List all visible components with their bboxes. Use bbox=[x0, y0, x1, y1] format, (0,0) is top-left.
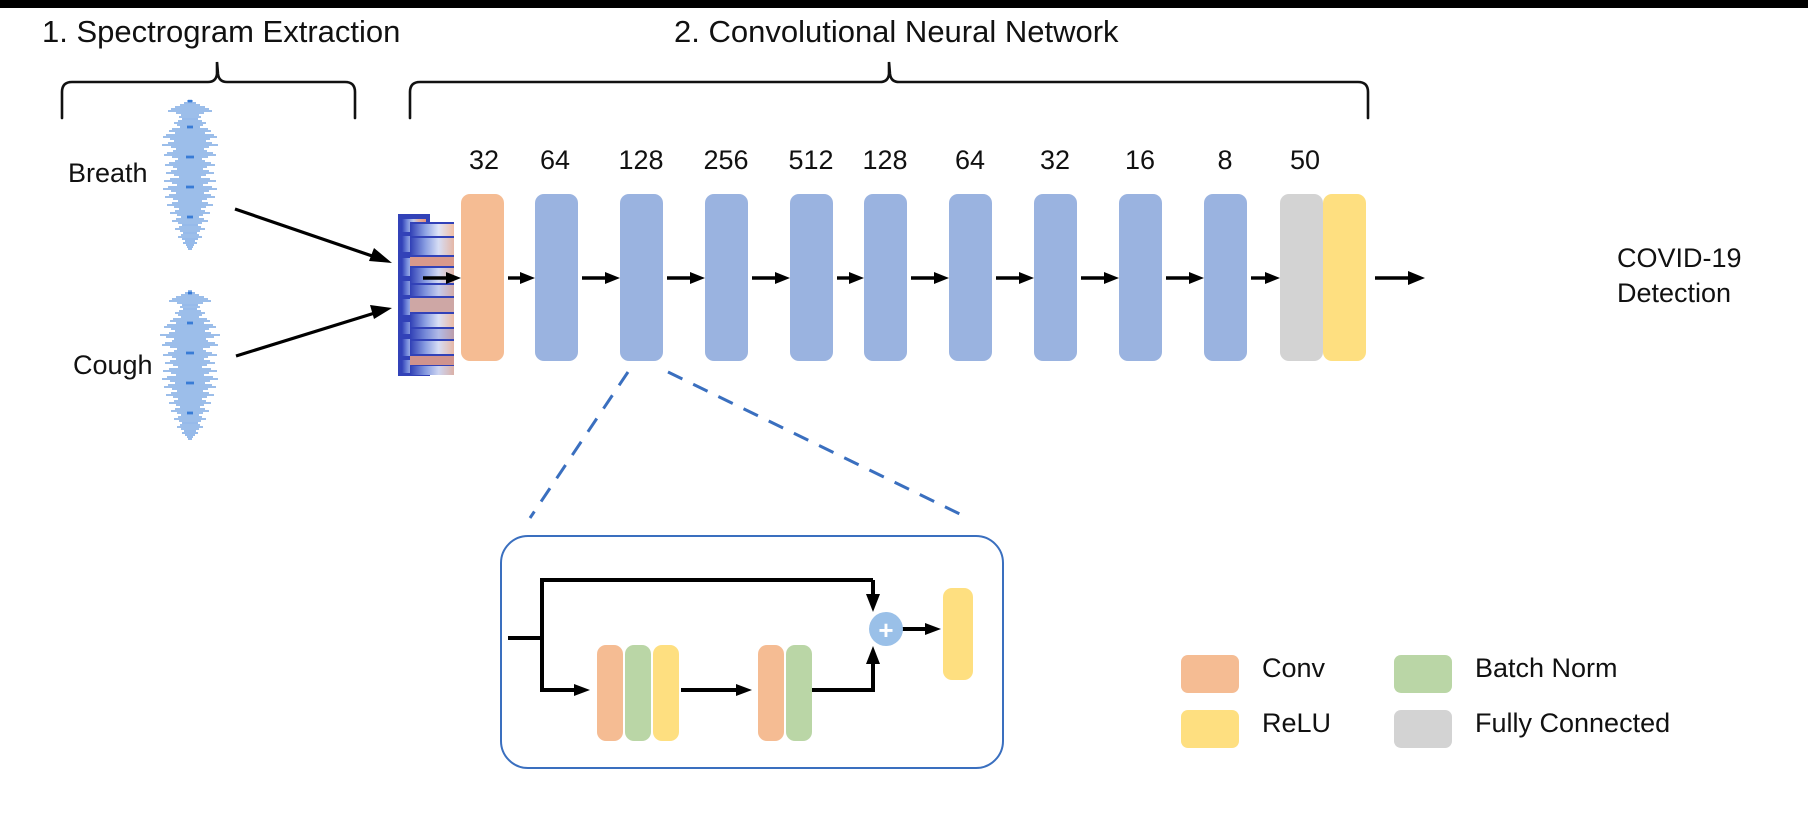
layer-label-7: 32 bbox=[1039, 145, 1071, 175]
add-node-symbol: + bbox=[878, 615, 894, 645]
dashed-connector-left bbox=[528, 371, 630, 519]
legend-label-batch-norm: Batch Norm bbox=[1475, 653, 1618, 683]
layer-label-10: 50 bbox=[1289, 145, 1321, 175]
layer-label-2: 128 bbox=[618, 145, 664, 175]
detail-block-batchnorm-2[interactable] bbox=[786, 645, 812, 741]
input-label-cough: Cough bbox=[73, 350, 153, 380]
layer-label-9: 8 bbox=[1217, 145, 1233, 175]
arrow-8 bbox=[1081, 272, 1119, 284]
arrowhead-conv-in bbox=[574, 684, 590, 696]
detail-block-batchnorm-1[interactable] bbox=[625, 645, 651, 741]
legend-swatch-conv bbox=[1181, 655, 1239, 693]
layer-label-6: 64 bbox=[954, 145, 986, 175]
output-label-line1: COVID-19 bbox=[1617, 243, 1742, 273]
arrow-breath-to-spectrogram bbox=[234, 207, 392, 263]
cnn-block-residual-64b[interactable] bbox=[949, 194, 992, 361]
cnn-block-fully-connected-50[interactable] bbox=[1280, 194, 1323, 361]
arrow-spectrogram-to-conv bbox=[423, 272, 461, 284]
cnn-block-residual-16[interactable] bbox=[1119, 194, 1162, 361]
legend-label-fully-connected: Fully Connected bbox=[1475, 708, 1671, 738]
cnn-block-residual-256[interactable] bbox=[705, 194, 748, 361]
legend-label-conv: Conv bbox=[1262, 653, 1326, 683]
legend-label-relu: ReLU bbox=[1262, 708, 1332, 738]
layer-label-3: 256 bbox=[703, 145, 749, 175]
section-2-title: 2. Convolutional Neural Network bbox=[674, 14, 1119, 49]
arrowhead-residual-up bbox=[866, 646, 880, 664]
layer-label-0: 32 bbox=[468, 145, 500, 175]
detail-block-conv-2[interactable] bbox=[758, 645, 784, 741]
add-node-circle bbox=[869, 612, 903, 646]
waveform-icon-breath bbox=[158, 97, 222, 255]
arrow-10 bbox=[1251, 272, 1280, 284]
arrow-cough-to-spectrogram bbox=[235, 305, 392, 358]
cnn-block-residual-64[interactable] bbox=[535, 194, 578, 361]
arrow-to-output bbox=[1375, 271, 1425, 285]
arrow-1 bbox=[508, 272, 535, 284]
legend-swatch-relu bbox=[1181, 710, 1239, 748]
cnn-block-residual-128a[interactable] bbox=[620, 194, 663, 361]
layer-label-5: 128 bbox=[862, 145, 908, 175]
arrow-3 bbox=[667, 272, 705, 284]
residual-block-detail-panel bbox=[500, 535, 1004, 769]
layer-label-8: 16 bbox=[1124, 145, 1156, 175]
section-1-title: 1. Spectrogram Extraction bbox=[42, 14, 401, 49]
cnn-block-residual-32b[interactable] bbox=[1034, 194, 1077, 361]
output-label-line2: Detection bbox=[1617, 278, 1732, 308]
arrow-2 bbox=[582, 272, 620, 284]
arrow-6 bbox=[911, 272, 949, 284]
arrow-9 bbox=[1166, 272, 1204, 284]
arrow-4 bbox=[752, 272, 790, 284]
cnn-block-relu-output[interactable] bbox=[1323, 194, 1366, 361]
cnn-block-residual-512[interactable] bbox=[790, 194, 833, 361]
cnn-block-conv-32[interactable] bbox=[461, 194, 504, 361]
legend-swatch-batch-norm bbox=[1394, 655, 1452, 693]
arrow-7 bbox=[996, 272, 1034, 284]
arrow-5 bbox=[837, 272, 864, 284]
detail-block-conv-1[interactable] bbox=[597, 645, 623, 741]
arrowhead-to-relu-out bbox=[925, 623, 941, 635]
arrowhead-skip-down bbox=[866, 594, 880, 612]
layer-label-1: 64 bbox=[539, 145, 571, 175]
detail-block-relu-1[interactable] bbox=[653, 645, 679, 741]
legend-swatch-fully-connected bbox=[1394, 710, 1452, 748]
arrowhead-conv2-in bbox=[736, 684, 752, 696]
cnn-block-residual-8[interactable] bbox=[1204, 194, 1247, 361]
waveform-icon-cough bbox=[158, 288, 222, 446]
detail-block-relu-output[interactable] bbox=[943, 588, 973, 680]
input-label-breath: Breath bbox=[68, 158, 148, 188]
layer-label-4: 512 bbox=[788, 145, 834, 175]
cnn-block-residual-128b[interactable] bbox=[864, 194, 907, 361]
top-black-bar bbox=[0, 0, 1808, 8]
